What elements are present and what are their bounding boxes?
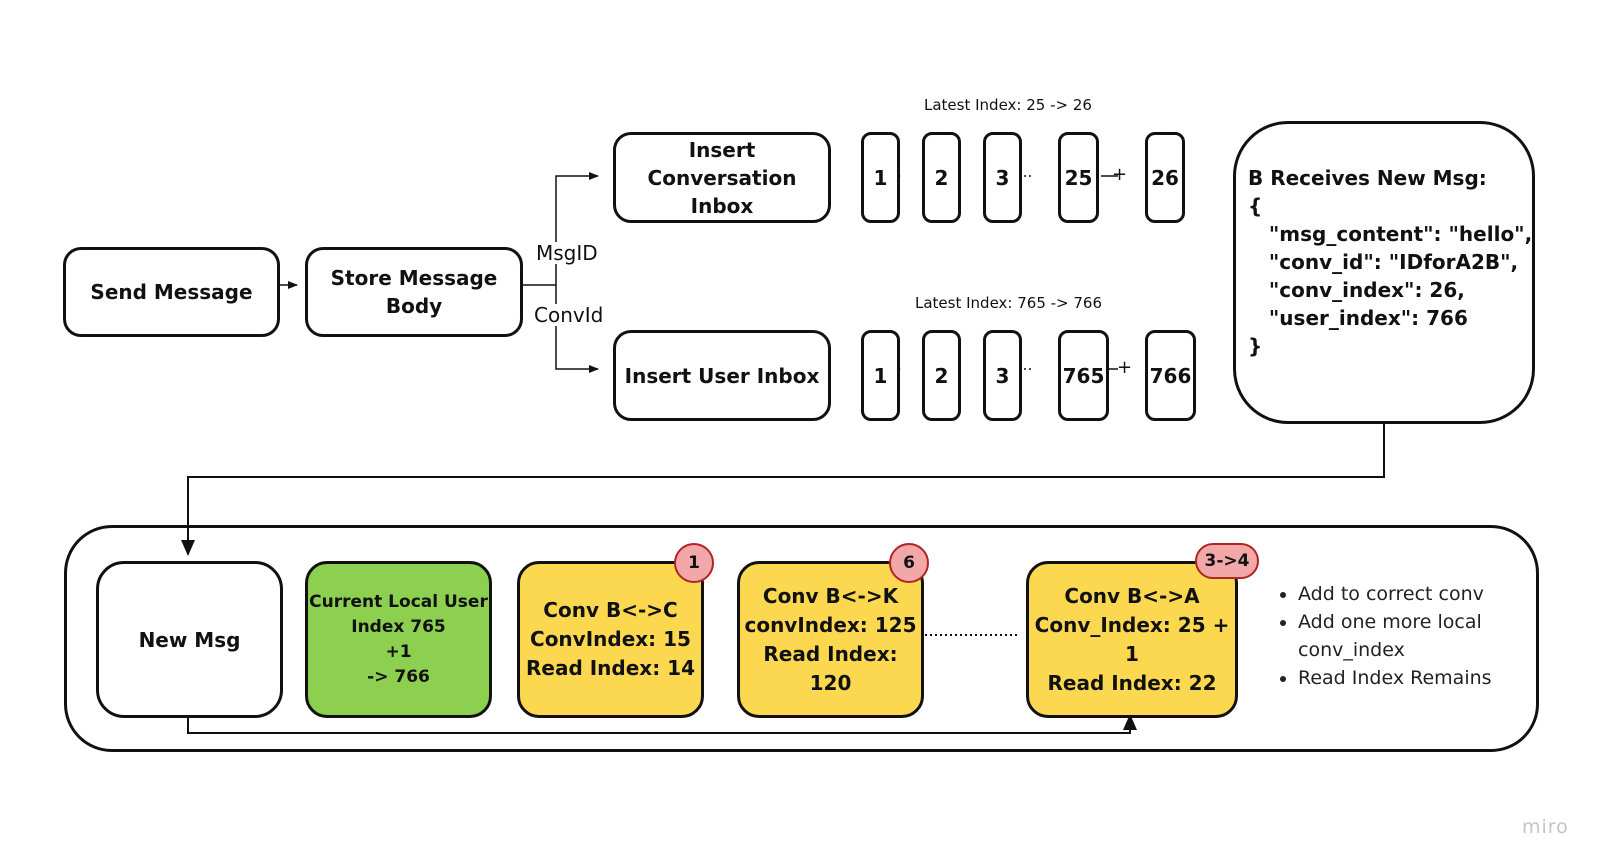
- store-message-body-label: Store Message Body: [330, 266, 498, 318]
- received-message-title: B Receives New Msg:: [1248, 166, 1487, 190]
- send-message-label: Send Message: [90, 280, 253, 304]
- json-line: "user_index": 766: [1248, 306, 1468, 330]
- json-line: "conv_id": "IDforA2B",: [1248, 250, 1519, 274]
- user-latest-index-label: Latest Index: 765 -> 766: [915, 294, 1103, 312]
- conv-line: Conv B<->K: [762, 583, 899, 608]
- local-user-index-card: Current Local User Index 765 +1 -> 766: [305, 561, 492, 718]
- conversation-cell: 26: [1145, 132, 1185, 223]
- insert-conversation-inbox-node: Insert Conversation Inbox: [613, 132, 831, 223]
- insert-user-inbox-node: Insert User Inbox: [613, 330, 831, 421]
- local-user-index-line: Index 765: [351, 616, 446, 637]
- conv-line: Read Index: 22: [1047, 670, 1217, 695]
- conv-line: Read Index: 120: [763, 641, 898, 695]
- note-item: Add to correct conv: [1298, 580, 1518, 608]
- conv-line: Conv_Index: 25 + 1: [1034, 612, 1230, 666]
- local-user-index-line: +1: [385, 641, 412, 662]
- json-line: "conv_index": 26,: [1248, 278, 1465, 302]
- conversation-latest-index-label: Latest Index: 25 -> 26: [924, 96, 1092, 114]
- insert-conversation-inbox-label: Insert Conversation Inbox: [647, 137, 797, 218]
- conv-b-a-card: Conv B<->A Conv_Index: 25 + 1 Read Index…: [1026, 561, 1238, 718]
- msgid-label: MsgID: [534, 241, 600, 265]
- conv-line: ConvIndex: 15: [530, 627, 691, 651]
- unread-badge: 1: [674, 543, 714, 583]
- conversation-cell: 25: [1058, 132, 1099, 223]
- new-msg-node: New Msg: [96, 561, 283, 718]
- conv-b-c-card: Conv B<->C ConvIndex: 15 Read Index: 14: [517, 561, 704, 718]
- conv-line: Conv B<->C: [543, 598, 678, 622]
- conv-line: convIndex: 125: [744, 612, 917, 637]
- json-line: }: [1248, 334, 1263, 358]
- conversation-cell: 2: [922, 132, 961, 223]
- branch-to-user-arrow: [555, 285, 599, 373]
- user-cell: 2: [922, 330, 961, 421]
- local-user-index-line: Current Local User: [309, 591, 488, 612]
- insert-user-inbox-label: Insert User Inbox: [624, 363, 820, 388]
- user-cell: 765: [1058, 330, 1109, 421]
- user-plus-label: +: [1117, 357, 1133, 378]
- new-msg-label: New Msg: [138, 627, 241, 652]
- unread-badge: 3->4: [1195, 543, 1259, 579]
- user-cell: 3: [983, 330, 1022, 421]
- json-line: {: [1248, 194, 1263, 218]
- convid-label: ConvId: [532, 303, 606, 327]
- newmsg-to-conv-a-arrow: [187, 712, 1137, 734]
- conv-line: Read Index: 14: [526, 656, 695, 680]
- branch-to-conversation-arrow: [555, 172, 599, 285]
- notes-list: Add to correct conv Add one more local c…: [1278, 580, 1518, 692]
- user-cell: 766: [1145, 330, 1196, 421]
- store-message-body-node: Store Message Body: [305, 247, 523, 337]
- note-item: Add one more local conv_index: [1298, 608, 1518, 664]
- json-line: "msg_content": "hello",: [1248, 222, 1533, 246]
- note-item: Read Index Remains: [1298, 664, 1518, 692]
- conversation-cell: 3: [983, 132, 1022, 223]
- client-container: [64, 525, 1539, 752]
- local-user-index-line: -> 766: [367, 666, 430, 687]
- conv-b-k-card: Conv B<->K convIndex: 125 Read Index: 12…: [737, 561, 924, 718]
- received-message-node: B Receives New Msg: { "msg_content": "he…: [1233, 121, 1535, 424]
- miro-watermark: miro: [1522, 816, 1569, 838]
- conversation-cell: 1: [861, 132, 900, 223]
- send-message-node: Send Message: [63, 247, 280, 337]
- conversation-plus-label: +: [1112, 164, 1128, 185]
- received-to-newmsg-arrow: [181, 424, 1385, 556]
- user-cell: 1: [861, 330, 900, 421]
- conv-line: Conv B<->A: [1064, 583, 1200, 608]
- unread-badge: 6: [889, 543, 929, 583]
